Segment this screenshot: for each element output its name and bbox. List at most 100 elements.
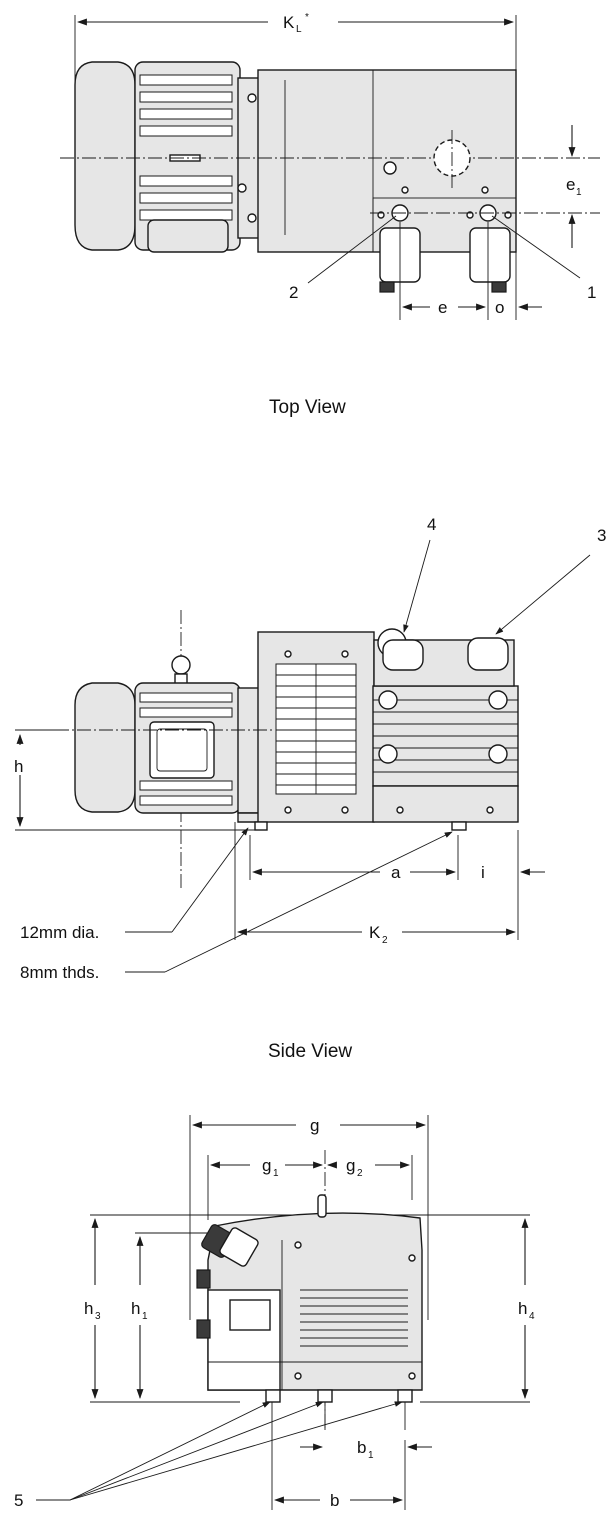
callout-3: 3 (597, 526, 606, 545)
h3-label: h (84, 1299, 93, 1318)
callout-5-leader-2 (69, 1401, 324, 1501)
g1-label-sub: 1 (273, 1168, 279, 1179)
top-view: K L * (60, 12, 600, 418)
housing-boss (378, 744, 398, 764)
terminal-box (147, 219, 229, 253)
filter-1 (469, 227, 511, 283)
housing-bolt (466, 211, 474, 219)
kl-label-bg (268, 12, 338, 32)
pump-cover-panel (257, 69, 374, 253)
housing-boss (488, 744, 508, 764)
flange-bolt (237, 183, 247, 193)
h3-label-sub: 3 (95, 1311, 101, 1322)
e1-label-sub: 1 (576, 187, 582, 198)
callout-2-leader (307, 215, 397, 284)
g2-label-sub: 2 (357, 1168, 363, 1179)
housing-boss (488, 690, 508, 710)
g2-label: g (346, 1156, 355, 1175)
motor-fan-cover (74, 61, 136, 251)
side-view: 4 3 (14, 515, 606, 1062)
callout-2: 2 (289, 283, 298, 302)
cover-bolt (284, 650, 292, 658)
filter-1-cap (491, 281, 507, 293)
h1-label-sub: 1 (142, 1311, 148, 1322)
kl-label: K (283, 13, 295, 32)
pump-grille-slots (276, 664, 356, 794)
housing-boss (378, 690, 398, 710)
end-nameplate (229, 1299, 271, 1331)
hole-note: 12mm dia. (20, 923, 99, 942)
cover-bolt (341, 806, 349, 814)
h1-label: h (131, 1299, 140, 1318)
end-foot (397, 1389, 413, 1403)
end-bolt (294, 1372, 302, 1380)
end-fan-gear (201, 1224, 259, 1267)
callout-1-leader (491, 215, 581, 279)
housing-bolt (504, 211, 512, 219)
callout-1: 1 (587, 283, 596, 302)
e-label: e (438, 298, 447, 317)
end-bolt (408, 1372, 416, 1380)
side-view-caption: Side View (268, 1041, 352, 1062)
end-view: g g 1 g 2 (14, 1115, 535, 1510)
cover-bolt (284, 806, 292, 814)
end-filter-cap (196, 1269, 211, 1289)
side-foot-right (451, 821, 467, 831)
h4-label-sub: 4 (529, 1311, 535, 1322)
flange-bolt (247, 93, 257, 103)
end-foot (317, 1389, 333, 1403)
side-flange (237, 687, 261, 814)
k2-label: K (369, 923, 381, 942)
end-top-stub (317, 1194, 327, 1218)
k2-label-sub: 2 (382, 935, 388, 946)
motor-cooling-fins (139, 74, 233, 221)
kl-label-sup: * (305, 12, 309, 23)
callout-4: 4 (427, 515, 436, 534)
a-label: a (391, 863, 401, 882)
b-label: b (330, 1491, 339, 1510)
thread-note: 8mm thds. (20, 963, 99, 982)
sump-bolt (486, 806, 494, 814)
side-oil-sump (372, 785, 519, 823)
side-foot-left (254, 821, 268, 831)
housing-bolt (401, 186, 409, 194)
side-terminal-box (149, 721, 215, 779)
h-label: h (14, 757, 23, 776)
end-bolt (294, 1241, 302, 1249)
g1-label: g (262, 1156, 271, 1175)
flange-bolt (247, 213, 257, 223)
thread-note-leader (164, 831, 453, 973)
callout-4-leader (403, 539, 431, 633)
top-view-caption: Top View (269, 397, 346, 418)
lifting-eye (171, 655, 191, 675)
pump-port-plate (372, 197, 517, 253)
end-foot (265, 1389, 281, 1403)
end-filter-cap (196, 1319, 211, 1339)
b1-label: b (357, 1438, 366, 1457)
g-label: g (310, 1116, 319, 1135)
b1-label-sub: 1 (368, 1450, 374, 1461)
sump-bolt (396, 806, 404, 814)
i-label: i (481, 863, 485, 882)
e1-label: e (566, 175, 575, 194)
side-fan-cover (74, 682, 136, 813)
side-motor-fins (139, 692, 233, 806)
end-housing-ribs (300, 1289, 408, 1347)
callout-3-leader (495, 554, 591, 635)
filter-4 (382, 639, 424, 671)
filter-2-cap (379, 281, 395, 293)
pump-housing (257, 69, 517, 253)
h4-label: h (518, 1299, 527, 1318)
callout-5-leader-3 (69, 1401, 403, 1501)
callout-5-leader-1 (69, 1401, 271, 1501)
side-terminal-box-lid (156, 728, 208, 772)
kl-label-sub: L (296, 24, 302, 35)
callout-5: 5 (14, 1491, 23, 1510)
housing-bolt (481, 186, 489, 194)
o-label: o (495, 298, 504, 317)
end-bolt (408, 1254, 416, 1262)
motor-foot (237, 812, 261, 823)
sight-glass (383, 161, 397, 175)
housing-bolt (377, 211, 385, 219)
